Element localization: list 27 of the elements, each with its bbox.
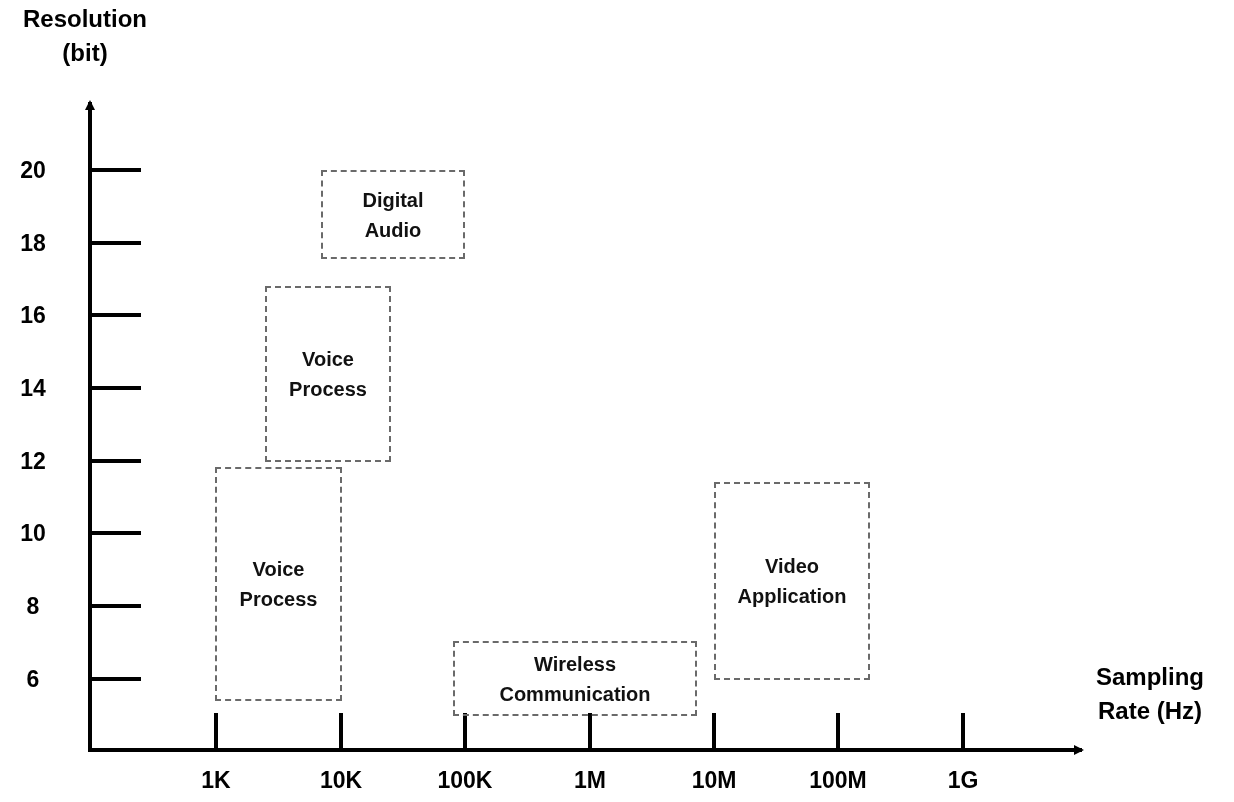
tick-label: 1M — [573, 766, 607, 795]
tick-label: 10K — [318, 766, 364, 795]
tick-label: 6 — [25, 665, 41, 694]
dashed-region-box — [265, 286, 391, 462]
dashed-region-box — [453, 641, 697, 716]
tick-label: 16 — [19, 301, 47, 330]
tick-label: 100K — [436, 766, 494, 795]
dashed-region-box — [215, 467, 342, 701]
tick-label: 1K — [200, 766, 232, 795]
axis-title: Resolution (bit) — [22, 4, 148, 68]
tick-label: 12 — [19, 447, 47, 476]
tick-label: 10M — [690, 766, 738, 795]
region-label: Wireless Communication — [498, 651, 652, 707]
tick-label: 20 — [19, 156, 47, 185]
region-label: Video Application — [736, 554, 848, 609]
tick-label: 8 — [25, 592, 41, 621]
axis-title: Sampling Rate (Hz) — [1095, 662, 1205, 726]
tick-label: 10 — [19, 519, 47, 548]
dashed-region-box — [714, 482, 870, 680]
tick-label: 100M — [808, 766, 868, 795]
region-label: Voice Process — [288, 347, 368, 402]
region-label: Digital Audio — [361, 187, 425, 243]
region-label: Voice Process — [238, 557, 319, 612]
tick-label: 18 — [19, 229, 47, 258]
dashed-region-box — [321, 170, 465, 259]
tick-label: 14 — [19, 374, 47, 403]
tick-label: 1G — [946, 766, 980, 795]
